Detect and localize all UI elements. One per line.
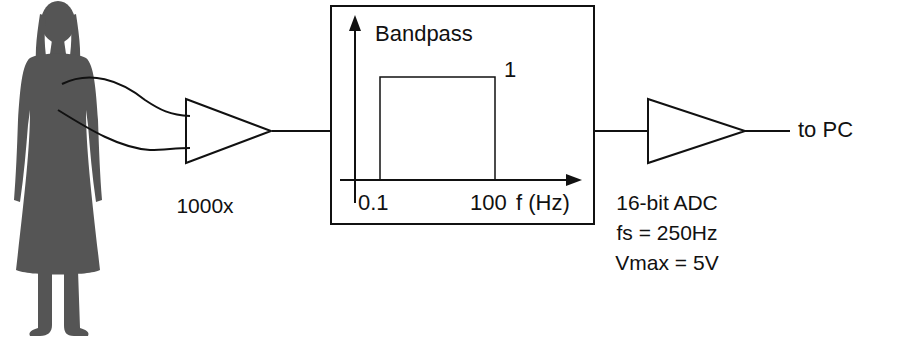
amplifier-block: 16-bit ADCfs = 250HzVmax = 5V <box>647 98 746 164</box>
output-wire <box>745 130 790 132</box>
axis-label: 1 <box>504 57 516 82</box>
amplifier-triangle <box>185 98 272 164</box>
output-label: to PC <box>798 117 853 142</box>
axis-label: f (Hz) <box>516 190 570 215</box>
signal-wire <box>272 130 330 132</box>
x-axis <box>340 179 570 181</box>
wire <box>58 110 190 150</box>
axis-arrowhead <box>566 174 582 186</box>
axis-label: 0.1 <box>358 190 389 215</box>
amplifier-triangle <box>647 98 746 164</box>
wire <box>62 77 190 116</box>
filter-box: Bandpass 1 0.1 100 f (Hz) <box>330 5 595 225</box>
triangle-outline <box>648 99 745 163</box>
block-label: Vmax = 5V <box>587 250 747 275</box>
block-label: 1000x <box>155 193 255 218</box>
block-label: fs = 250Hz <box>587 220 747 245</box>
axis-arrowhead <box>349 15 361 31</box>
signal-wire <box>595 130 647 132</box>
y-axis <box>354 27 356 203</box>
passband-rect <box>380 77 495 180</box>
triangle-outline <box>186 99 271 163</box>
plot-title: Bandpass <box>375 21 473 46</box>
electrode-wires <box>58 77 790 150</box>
block-label: 16-bit ADC <box>587 190 747 215</box>
axis-label: 100 <box>470 190 507 215</box>
amplifier-block: 1000x <box>185 98 272 164</box>
box-outline <box>331 6 594 224</box>
woman-silhouette <box>14 1 102 336</box>
